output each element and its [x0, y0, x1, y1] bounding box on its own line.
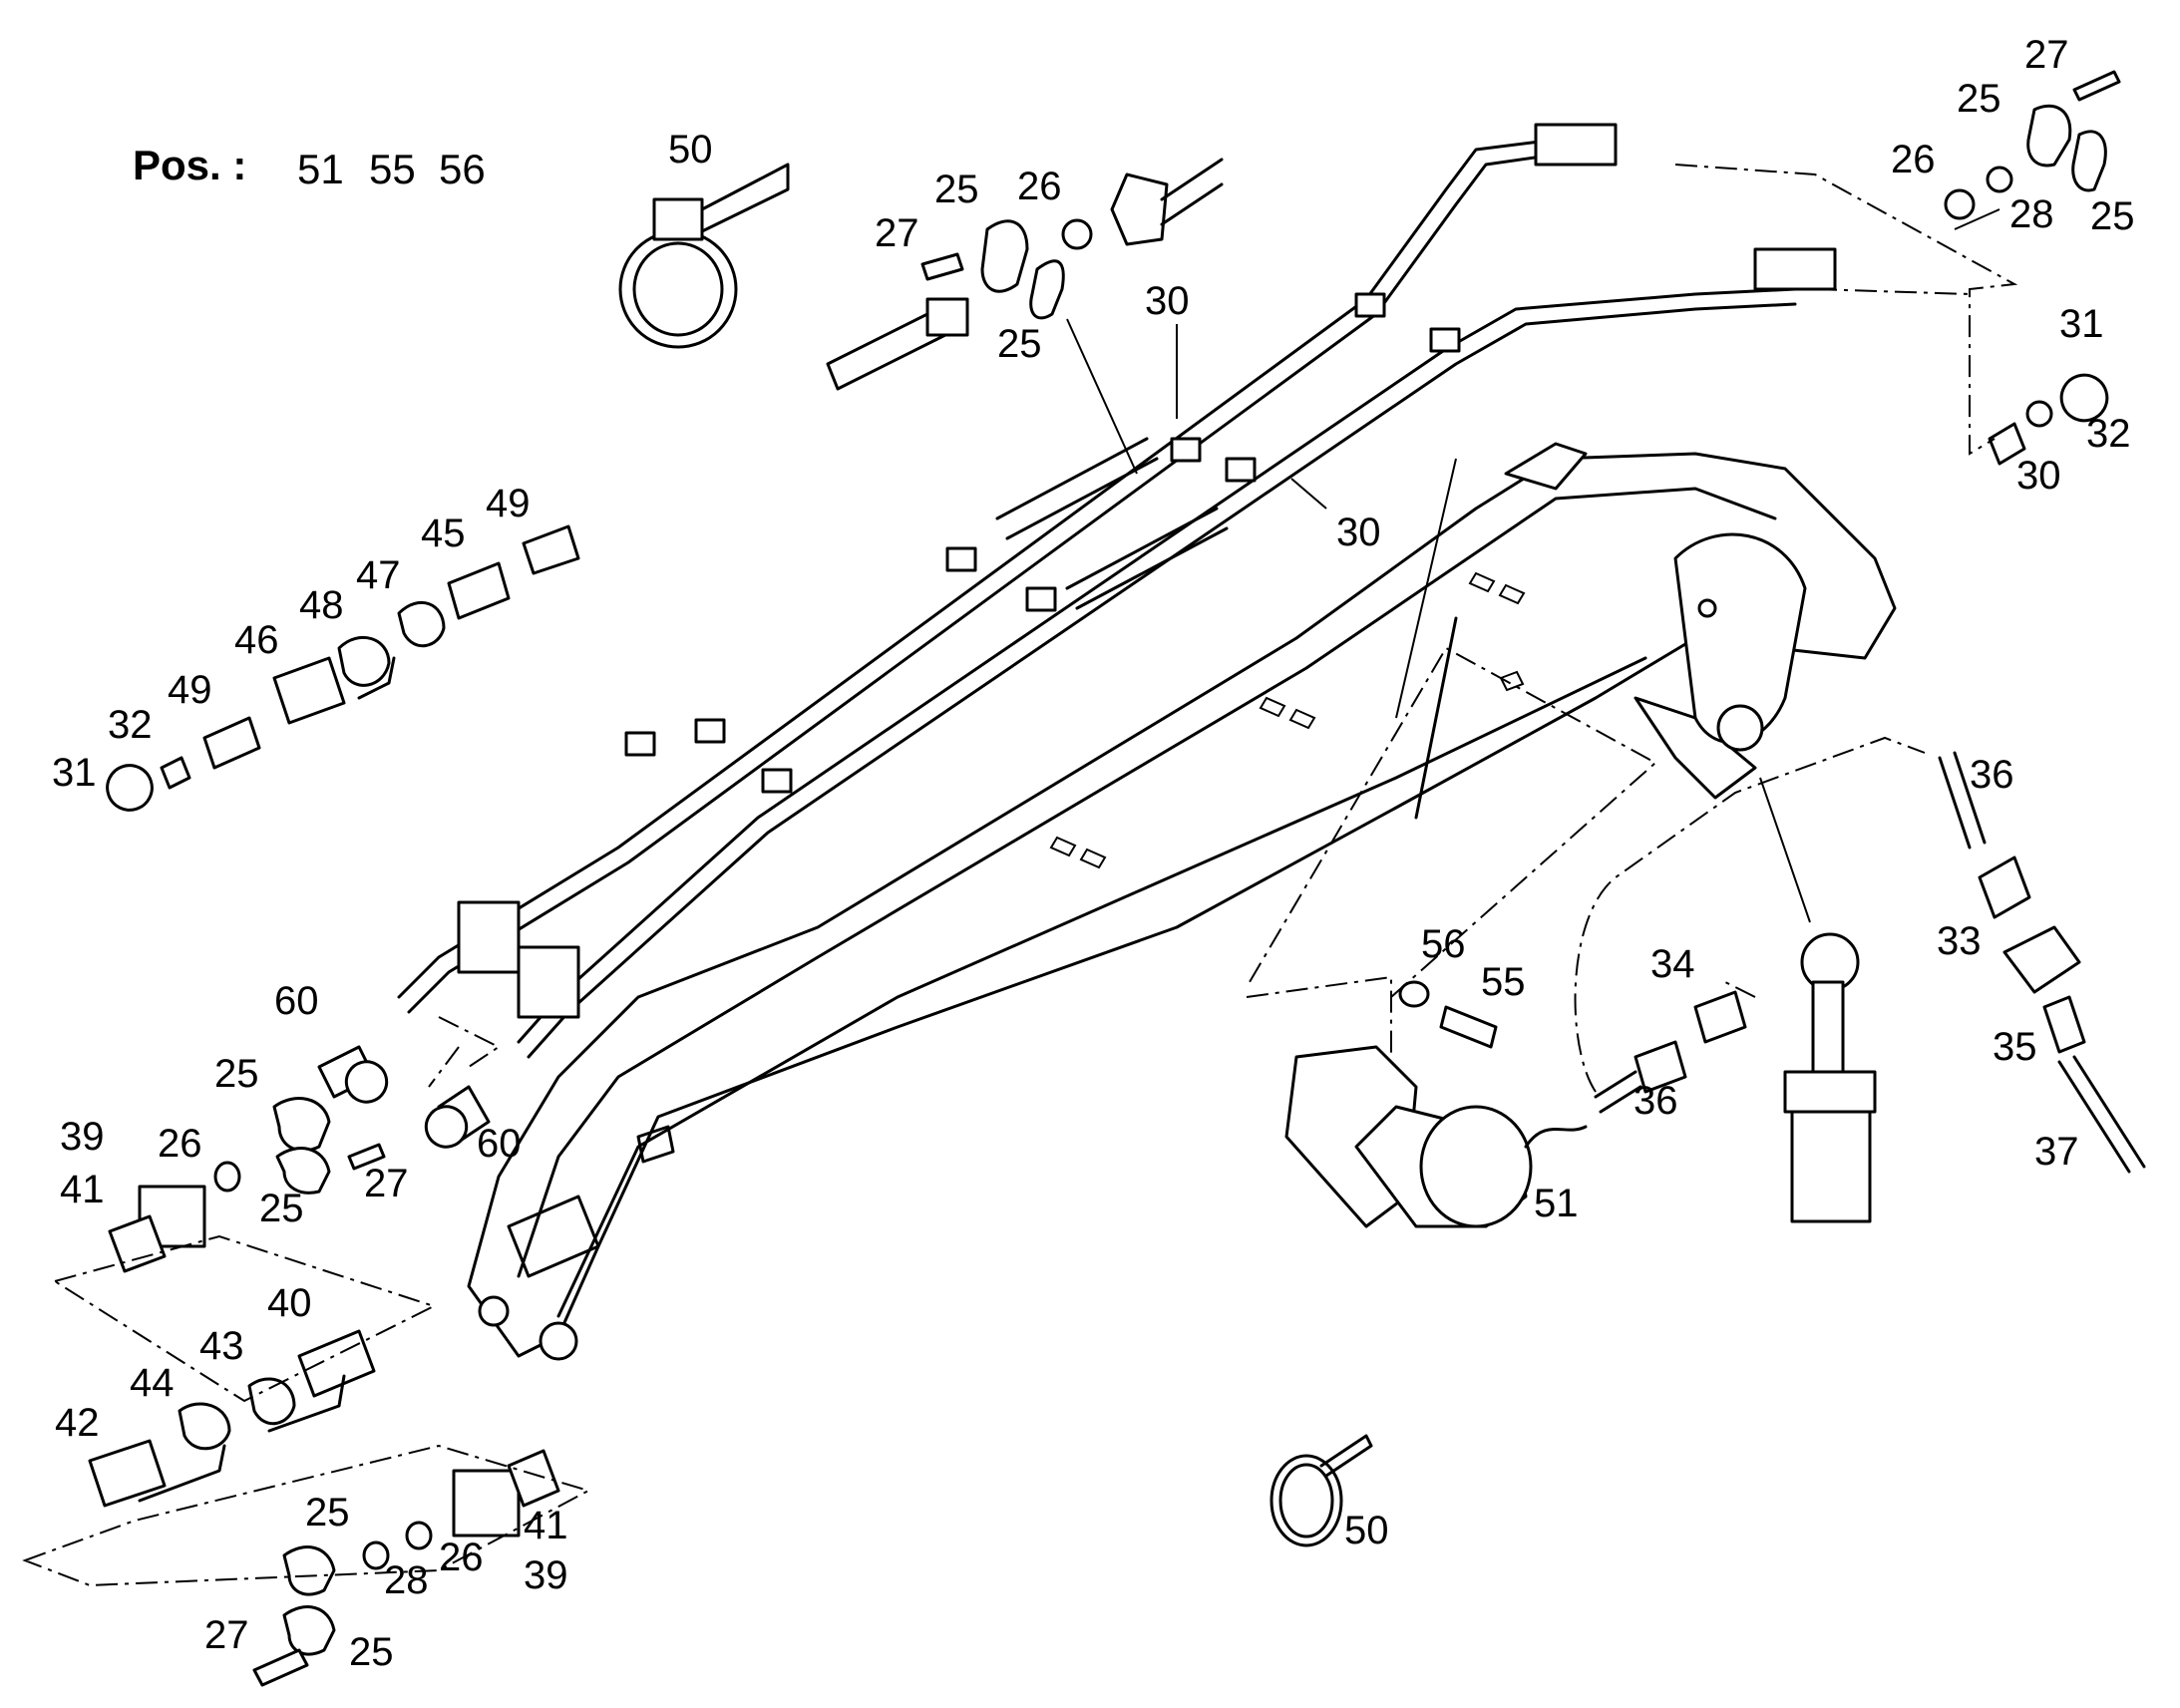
callout-25: 25 [305, 1491, 350, 1535]
callout-50-top: 50 [668, 128, 713, 171]
leader-lines [1066, 208, 2000, 923]
callout-49: 49 [486, 482, 531, 525]
callout-36: 36 [1634, 1079, 1678, 1123]
callout-60: 60 [477, 1122, 522, 1166]
callout-40: 40 [267, 1281, 312, 1325]
callout-37: 37 [2034, 1130, 2079, 1174]
callout-39: 39 [60, 1115, 105, 1159]
callout-45: 45 [421, 512, 466, 555]
callout-41: 41 [524, 1504, 568, 1547]
callout-50-bottom: 50 [1344, 1509, 1389, 1552]
hydraulic-cylinder [1783, 932, 1877, 1223]
callout-48: 48 [299, 583, 344, 627]
callout-55: 55 [1481, 960, 1526, 1004]
callout-25: 25 [214, 1052, 259, 1096]
callout-60: 60 [274, 979, 319, 1023]
callout-26: 26 [1891, 138, 1936, 181]
callout-32: 32 [108, 703, 153, 747]
pedal-assembly [1284, 1045, 1588, 1228]
callout-51: 51 [1534, 1182, 1579, 1225]
callout-49: 49 [168, 668, 212, 712]
callout-25: 25 [934, 168, 979, 211]
pos-label: Pos. : [133, 142, 246, 188]
position-header: Pos. : 51 55 56 [133, 142, 486, 192]
pos-number: 56 [439, 146, 486, 192]
callout-28: 28 [384, 1558, 429, 1602]
hose-clamp-top [618, 163, 790, 349]
callout-36: 36 [1970, 753, 2014, 797]
callout-44: 44 [130, 1361, 175, 1405]
callout-28: 28 [2009, 192, 2054, 236]
callout-30: 30 [1145, 279, 1190, 323]
callout-27: 27 [2024, 33, 2069, 77]
callout-26: 26 [1017, 165, 1062, 208]
hose-clamp-bottom [1270, 1434, 1373, 1547]
callout-47: 47 [356, 553, 401, 597]
callout-25: 25 [2090, 194, 2135, 238]
callout-26: 26 [158, 1122, 202, 1166]
callout-27: 27 [364, 1162, 409, 1205]
callout-43: 43 [199, 1324, 244, 1368]
callout-34: 34 [1650, 942, 1695, 986]
callout-32: 32 [2086, 412, 2131, 456]
callout-33: 33 [1937, 919, 1982, 963]
callout-39: 39 [524, 1553, 568, 1597]
pos-number: 55 [369, 146, 416, 192]
callout-25: 25 [997, 322, 1042, 366]
callout-27: 27 [875, 211, 919, 255]
boom-arm [467, 442, 1897, 1361]
callout-25: 25 [259, 1187, 304, 1230]
callout-30: 30 [2016, 454, 2061, 498]
callout-46: 46 [234, 618, 279, 662]
dash-dot-lines [22, 164, 2018, 1587]
callout-42: 42 [55, 1401, 100, 1445]
hydraulic-pipes [397, 123, 1837, 1059]
callout-26: 26 [439, 1536, 484, 1579]
callout-30: 30 [1336, 511, 1381, 554]
callout-56: 56 [1421, 922, 1466, 966]
callout-25: 25 [349, 1630, 394, 1674]
callout-41: 41 [60, 1168, 105, 1211]
callout-labels: 50 25 26 27 25 30 30 27 25 26 28 25 31 3… [52, 33, 2135, 1674]
callout-31: 31 [52, 751, 97, 795]
callout-25: 25 [1957, 77, 2001, 121]
fittings [88, 70, 2146, 1687]
pos-number: 51 [297, 146, 344, 192]
callout-35: 35 [1993, 1025, 2037, 1069]
callout-31: 31 [2059, 302, 2104, 346]
callout-27: 27 [204, 1613, 249, 1657]
